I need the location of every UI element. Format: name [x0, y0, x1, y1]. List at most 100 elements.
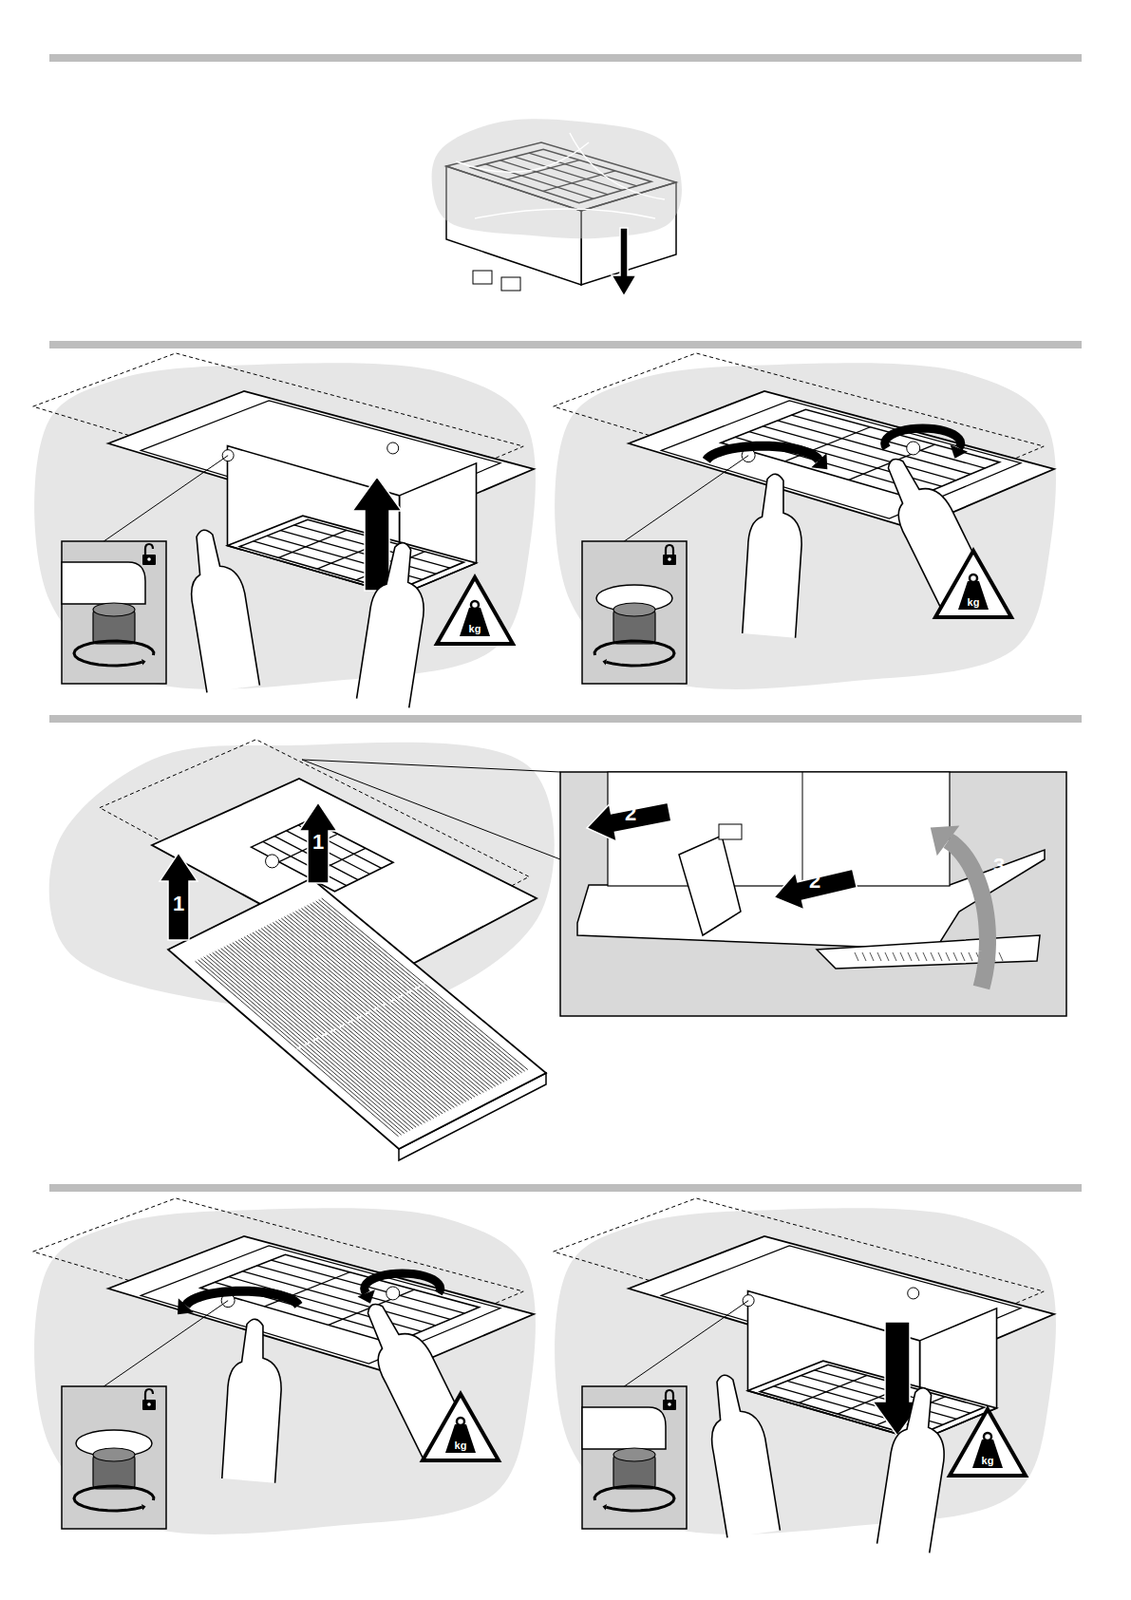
grid-line	[785, 427, 871, 462]
motion-arrow	[773, 868, 857, 910]
lock-body	[142, 554, 156, 566]
filter-hatch	[235, 941, 440, 1115]
lock-keyhole	[147, 1402, 151, 1407]
filter-seam	[297, 983, 426, 1049]
rotation-arrow	[885, 428, 962, 449]
inset-frame	[582, 1386, 687, 1529]
filter-hatch	[258, 929, 464, 1104]
filter-grid	[760, 1364, 985, 1436]
filter-grid	[720, 409, 1000, 499]
filter-hatch	[310, 904, 517, 1076]
rotation-arrow-head	[357, 1289, 375, 1304]
filter-hatch	[252, 932, 457, 1107]
knob-top	[93, 603, 135, 617]
background-blob	[34, 1207, 536, 1535]
filter-hatch	[915, 952, 920, 962]
packaged-filter	[432, 118, 682, 297]
lock-shackle	[145, 1389, 153, 1400]
knob-top	[613, 1448, 656, 1462]
filter-hatch	[319, 899, 526, 1072]
filter-hatch	[938, 952, 943, 962]
rotation-arrow-head	[950, 444, 968, 459]
latch-tab	[718, 824, 742, 840]
lock-shackle	[665, 545, 674, 555]
filter-hatch	[238, 940, 443, 1114]
hand	[182, 525, 260, 693]
filter-grid	[200, 1254, 479, 1344]
hood-plate-inner	[140, 1245, 501, 1364]
rotation-arrow	[948, 840, 988, 988]
chimney-seam	[802, 772, 804, 886]
rotation-arrow-head	[810, 452, 828, 470]
filter-hatch	[930, 952, 935, 962]
motion-arrow	[299, 802, 338, 884]
filter-hatch	[923, 952, 927, 962]
weight-warning-triangle	[935, 550, 1012, 618]
inset-frame	[61, 541, 167, 684]
hand	[702, 1370, 780, 1538]
filter-hatch	[999, 952, 1003, 962]
panel	[553, 1198, 1056, 1553]
rotation-arrow	[74, 640, 154, 666]
weight-symbol-ring	[969, 574, 978, 583]
lock-body	[662, 1399, 677, 1411]
weight-warning-triangle	[436, 577, 513, 644]
background-blob	[554, 362, 1056, 690]
box-foot	[501, 277, 521, 291]
knob-top	[613, 603, 656, 617]
hand	[354, 539, 437, 709]
rotation-arrow-head	[602, 659, 606, 665]
knob-inset	[61, 541, 167, 684]
rotation-arrow	[186, 1291, 300, 1306]
weight-symbol	[958, 581, 989, 610]
filter-rim	[747, 1360, 997, 1441]
knob-inset	[61, 1386, 167, 1529]
filter-hatch	[246, 935, 452, 1110]
filter-hatch	[275, 921, 481, 1094]
latch-bracket	[678, 835, 741, 936]
hood-bracket	[582, 1407, 666, 1450]
detail-frame	[560, 772, 1067, 1017]
motion-arrow	[159, 852, 198, 941]
knob	[387, 442, 399, 454]
knob	[222, 450, 234, 462]
background-blob	[432, 118, 682, 239]
filter-hatch	[283, 917, 490, 1091]
hood-bracket	[61, 562, 146, 604]
knob-top	[93, 1448, 135, 1462]
knob	[906, 441, 921, 455]
filter-hatch	[885, 952, 889, 962]
rotation-arrow	[706, 446, 820, 461]
callout-number: 2	[798, 869, 831, 893]
filter-hatch	[266, 925, 472, 1099]
hinged-filter	[816, 935, 1040, 969]
lock-body	[142, 1399, 156, 1411]
section-bar	[49, 340, 1082, 349]
section-bar	[49, 1184, 1082, 1192]
filter-hatch	[953, 952, 958, 962]
filter-hatch	[269, 923, 475, 1097]
filter-hatch	[961, 952, 965, 962]
lock-shackle	[145, 544, 153, 555]
filter-rim	[226, 515, 476, 596]
lock-keyhole	[147, 557, 151, 562]
leader-line	[607, 1300, 749, 1398]
box-foot	[472, 270, 492, 284]
hand	[874, 1384, 958, 1554]
lock-keyhole	[667, 1402, 672, 1407]
filter-hatch	[854, 952, 859, 962]
knob-inset	[582, 1386, 687, 1529]
hood-chimney	[607, 772, 950, 886]
filter-hatch	[892, 952, 897, 962]
weight-symbol-ring	[471, 601, 479, 609]
weight-symbol	[445, 1424, 476, 1453]
rotation-arrow-head	[141, 1504, 146, 1510]
grease-filter-removal	[49, 739, 1067, 1161]
grid-line	[278, 529, 347, 558]
grease-filter	[168, 878, 547, 1150]
weight-symbol	[459, 607, 491, 637]
knob	[386, 1286, 400, 1301]
weight-label: kg	[458, 622, 491, 636]
filter-hatch	[295, 910, 502, 1083]
